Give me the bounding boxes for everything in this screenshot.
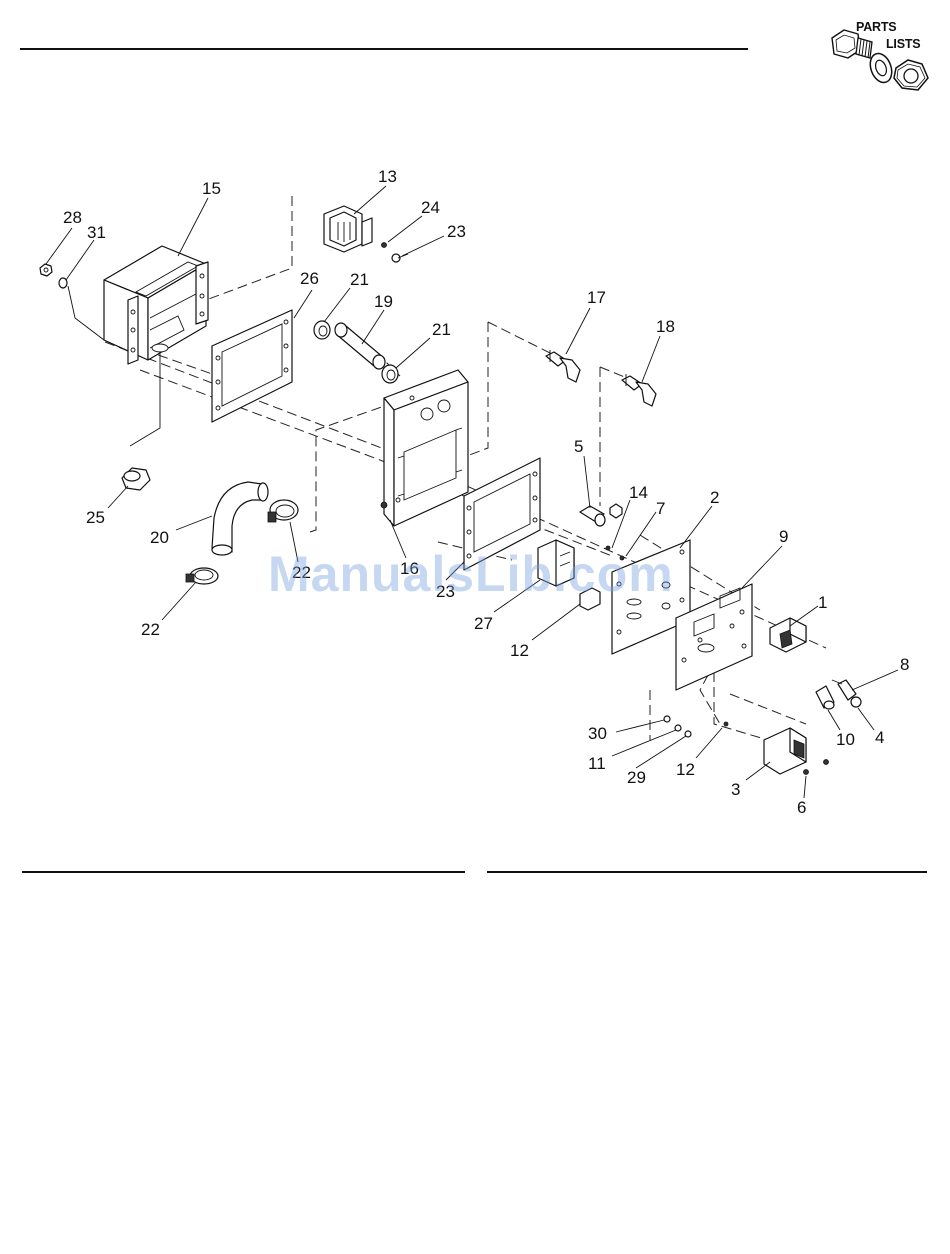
part-20-hose (212, 482, 268, 555)
callout-18: 18 (656, 317, 675, 336)
callout-30: 30 (588, 724, 607, 743)
callout-12-upper: 12 (510, 641, 529, 660)
part-16-panel (381, 370, 468, 526)
section-rule-left (22, 871, 465, 873)
callout-27: 27 (474, 614, 493, 633)
part-22-hose-clamp (268, 500, 298, 522)
part-30-nut (664, 716, 670, 722)
callout-14: 14 (629, 483, 648, 502)
callout-29: 29 (627, 768, 646, 787)
part-21-clamp-2 (382, 365, 398, 383)
part-22-hose-clamp-2 (186, 568, 218, 584)
part-23-screw (392, 254, 408, 262)
part-3-hour-meter (764, 728, 806, 774)
callout-9: 9 (779, 527, 788, 546)
callout-6: 6 (797, 798, 806, 817)
callout-1: 1 (818, 593, 827, 612)
callout-11: 11 (588, 754, 606, 773)
callout-26: 26 (300, 269, 319, 288)
callout-25: 25 (86, 508, 105, 527)
callout-22-left: 22 (141, 620, 160, 639)
callout-23: 23 (447, 222, 466, 241)
part-31-washer (59, 278, 104, 340)
part-17-switch (546, 350, 580, 382)
part-18-switch (622, 374, 656, 406)
callout-19: 19 (374, 292, 393, 311)
callout-21-upper: 21 (350, 270, 369, 289)
part-5-indicator (580, 506, 605, 526)
part-21-clamp (314, 321, 330, 339)
callout-13: 13 (378, 167, 397, 186)
part-1-rocker-switch (770, 618, 806, 652)
part-6-screw (804, 760, 829, 775)
callout-21-lower: 21 (432, 320, 451, 339)
callout-10: 10 (836, 730, 855, 749)
part-13-connector (324, 206, 372, 252)
part-10-lens (816, 686, 834, 709)
part-26-gasket (212, 310, 292, 422)
part-15-enclosure-box (104, 246, 208, 446)
callout-28: 28 (63, 208, 82, 227)
callout-4: 4 (875, 728, 884, 747)
callout-5: 5 (574, 437, 583, 456)
callout-12-lower: 12 (676, 760, 695, 779)
part-12-screw (724, 722, 728, 726)
part-14-nut (610, 504, 622, 518)
callout-24: 24 (421, 198, 440, 217)
callout-8: 8 (900, 655, 909, 674)
callout-3: 3 (731, 780, 740, 799)
part-8-lamp (832, 680, 842, 684)
callout-31: 31 (87, 223, 106, 242)
callout-20: 20 (150, 528, 169, 547)
callout-15: 15 (202, 179, 221, 198)
callout-2: 2 (710, 488, 719, 507)
part-24-lockwasher (382, 243, 387, 248)
callout-17: 17 (587, 288, 606, 307)
part-19-tube (335, 323, 385, 369)
section-rule-right (487, 871, 927, 873)
part-25-strain-relief (122, 468, 150, 490)
part-28-nut (40, 264, 52, 276)
watermark: ManualsLib.com (268, 545, 674, 603)
callout-7: 7 (656, 499, 665, 518)
